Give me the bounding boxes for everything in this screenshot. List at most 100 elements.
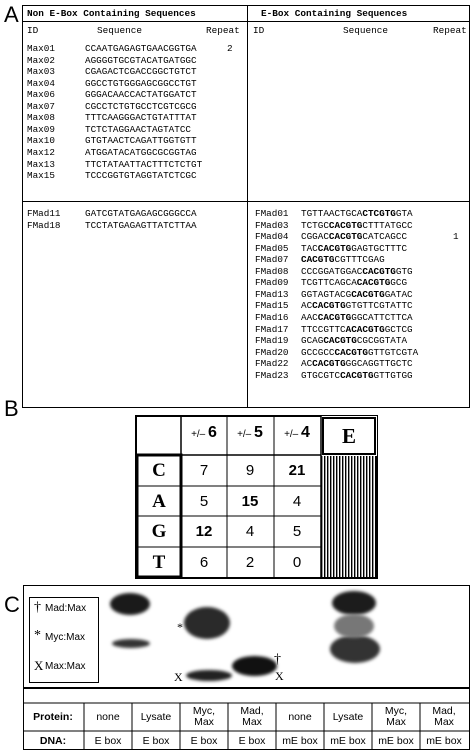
sequence-suffix: GGCATTCTTCA: [351, 311, 413, 323]
sequence-suffix: GCG: [390, 277, 408, 289]
lane-protein: Lysate: [140, 711, 172, 723]
count-cell: 15: [241, 493, 259, 510]
row-sequence: TCCCGGTGTAGGTATCTCGC: [85, 170, 197, 182]
row-sequence: TTCCGTTCACACGTGGCTCG: [301, 324, 413, 335]
col-sequence-right: Sequence: [343, 25, 389, 36]
row-sequence: AGGGGTGCGTACATGATGGC: [85, 54, 197, 66]
row-sequence: GCAGCACGTGCGCGGTATA: [301, 335, 407, 346]
col-header-5: +/– 5: [237, 424, 263, 441]
base-g: G: [151, 521, 167, 542]
ebox-motif: CACGTG: [340, 369, 374, 381]
non-ebox-header: Non E-Box Containing Sequences: [27, 8, 196, 19]
gel-band: [232, 656, 277, 676]
fmad-ebox-row: FMad01 TGTTAACTGCACTCGTGGTA: [255, 208, 413, 219]
panel-label-c: C: [4, 592, 20, 617]
row-sequence: ACCACGTGGTGTTCGTATTC: [301, 300, 413, 311]
ebox-motif: ACACGTG: [345, 323, 385, 335]
grid-lines: [135, 415, 378, 579]
row-id: FMad17: [255, 323, 289, 335]
count-cell: 5: [292, 523, 302, 540]
gel-band: [184, 607, 230, 639]
star-symbol: *: [34, 628, 41, 643]
ebox-motif: CACGTG: [351, 288, 385, 300]
row-id: Max13: [27, 158, 55, 170]
count-cell: 4: [245, 523, 255, 540]
ebox-motif: CACGTG: [334, 346, 368, 358]
sequence-prefix: TCTGC: [301, 219, 329, 231]
lane-protein: Lysate: [332, 711, 364, 723]
ebox-motif: CACGTG: [362, 265, 396, 277]
count-cell: 7: [199, 462, 209, 479]
row-id: Max03: [27, 66, 55, 78]
lane-table-lines: [23, 688, 470, 750]
row-sequence: TCGTTCAGCACACGTGGCG: [301, 277, 407, 288]
sequence-suffix: CGTTTCGAG: [334, 254, 385, 266]
row-id: Max12: [27, 146, 55, 158]
lane-protein: none: [288, 711, 312, 723]
ebox-motif: CTCGTG: [362, 208, 396, 219]
row-sequence: TGTTAACTGCACTCGTGGTA: [301, 208, 413, 219]
x-symbol: X: [34, 658, 44, 673]
sequence-prefix: GCCGCC: [301, 346, 335, 358]
sequence-suffix: CTTTATGCC: [362, 219, 413, 231]
row-id: FMad11: [27, 208, 61, 219]
count-cell: 0: [292, 554, 302, 571]
lane-protein: none: [96, 711, 120, 723]
protein-row-label: Protein:: [33, 711, 73, 723]
sequence-prefix: TTCCGTTC: [301, 323, 346, 335]
col-sequence-left: Sequence: [97, 25, 143, 36]
sequence-prefix: CCCGGATGGAC: [301, 265, 363, 277]
row-sequence: TTCTATAATTACTTTCTCTGT: [85, 158, 203, 170]
row-id: Max09: [27, 123, 55, 135]
row-sequence: CCAATGAGAGTGAACGGTGA: [85, 43, 197, 54]
lane-dna: mE box: [426, 735, 462, 747]
max-max-x-lane3: X: [174, 670, 183, 684]
myc-max-star: *: [177, 620, 183, 634]
lane-protein: Myc, Max: [192, 705, 216, 728]
gel-image: * X † X: [23, 585, 470, 688]
lane-protein: Mad, Max: [240, 705, 264, 728]
gel-band: [330, 635, 380, 663]
row-sequence: GGGACAACCACTATGGATCT: [85, 89, 197, 101]
count-cell: 2: [245, 554, 255, 571]
row-id: FMad19: [255, 335, 289, 347]
lane-protein: Mad, Max: [432, 705, 456, 728]
count-cell: 4: [292, 493, 302, 510]
ebox-motif: CACGTG: [317, 242, 352, 254]
sequence-suffix: GTGTTCGTATTC: [345, 300, 413, 312]
row-id: FMad01: [255, 208, 289, 219]
count-cell: 21: [288, 462, 306, 479]
ebox-motif: CACGTG: [317, 311, 352, 323]
row-id: Max02: [27, 54, 55, 66]
row-sequence: ACCACGTGGGCAGGTTGCTC: [301, 358, 413, 369]
lane-dna: E box: [142, 735, 170, 747]
sequence-suffix: GTG: [395, 265, 413, 277]
lane-dna: E box: [190, 735, 218, 747]
panel-label-a: A: [4, 2, 19, 27]
gel-band: [112, 639, 150, 648]
sequence-prefix: TGTTAACTGCA: [301, 208, 363, 219]
sequence-suffix: GAGTGCTTTC: [351, 242, 408, 254]
lane-dna: E box: [238, 735, 266, 747]
max-row: Max02 AGGGGTGCGTACATGATGGC: [27, 54, 197, 66]
gel-legend: † Mad:Max * Myc:Max X Max:Max: [29, 597, 99, 683]
base-a: A: [152, 491, 166, 512]
sequence-suffix: GATAC: [384, 288, 413, 300]
ebox-motif: CACGTG: [328, 231, 363, 243]
mad-max-dagger: †: [274, 652, 281, 667]
row-id: FMad18: [27, 219, 61, 231]
